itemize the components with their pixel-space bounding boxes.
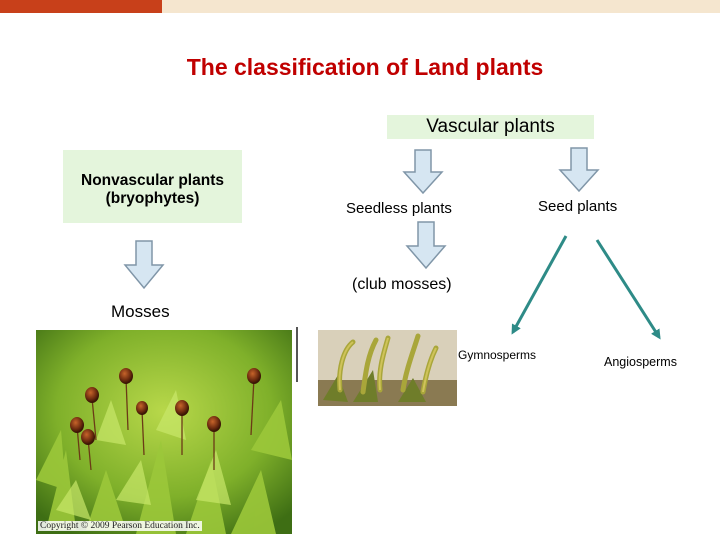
- down-arrow-seed: [558, 147, 600, 193]
- header-bar: [162, 0, 720, 13]
- vascular-plants-box: Vascular plants: [387, 115, 594, 139]
- angiosperms-label: Angiosperms: [604, 355, 677, 369]
- copyright-notice: Copyright © 2009 Pearson Education Inc.: [38, 521, 202, 531]
- down-arrow-seedless: [402, 149, 444, 195]
- arrow-to-angiosperms: [595, 239, 661, 340]
- nonvascular-plants-box: Nonvascular plants (bryophytes): [63, 150, 242, 223]
- moss-photo: [36, 330, 292, 534]
- seed-plants-label: Seed plants: [538, 198, 618, 215]
- seedless-plants-label: Seedless plants: [346, 200, 452, 217]
- slide-title: The classification of Land plants: [186, 54, 544, 80]
- down-arrow-club-mosses: [405, 221, 447, 270]
- divider-line: [296, 327, 298, 382]
- mosses-label: Mosses: [111, 302, 170, 321]
- header-accent-bar: [0, 0, 162, 13]
- club-moss-photo: [318, 330, 457, 406]
- nonvascular-label: Nonvascular plants: [81, 172, 224, 189]
- arrow-to-gymnosperms: [511, 235, 568, 335]
- gymnosperms-label: Gymnosperms: [458, 348, 537, 362]
- club-mosses-label: (club mosses): [352, 276, 452, 293]
- bryophytes-label: (bryophytes): [105, 190, 200, 207]
- down-arrow-mosses: [123, 240, 165, 290]
